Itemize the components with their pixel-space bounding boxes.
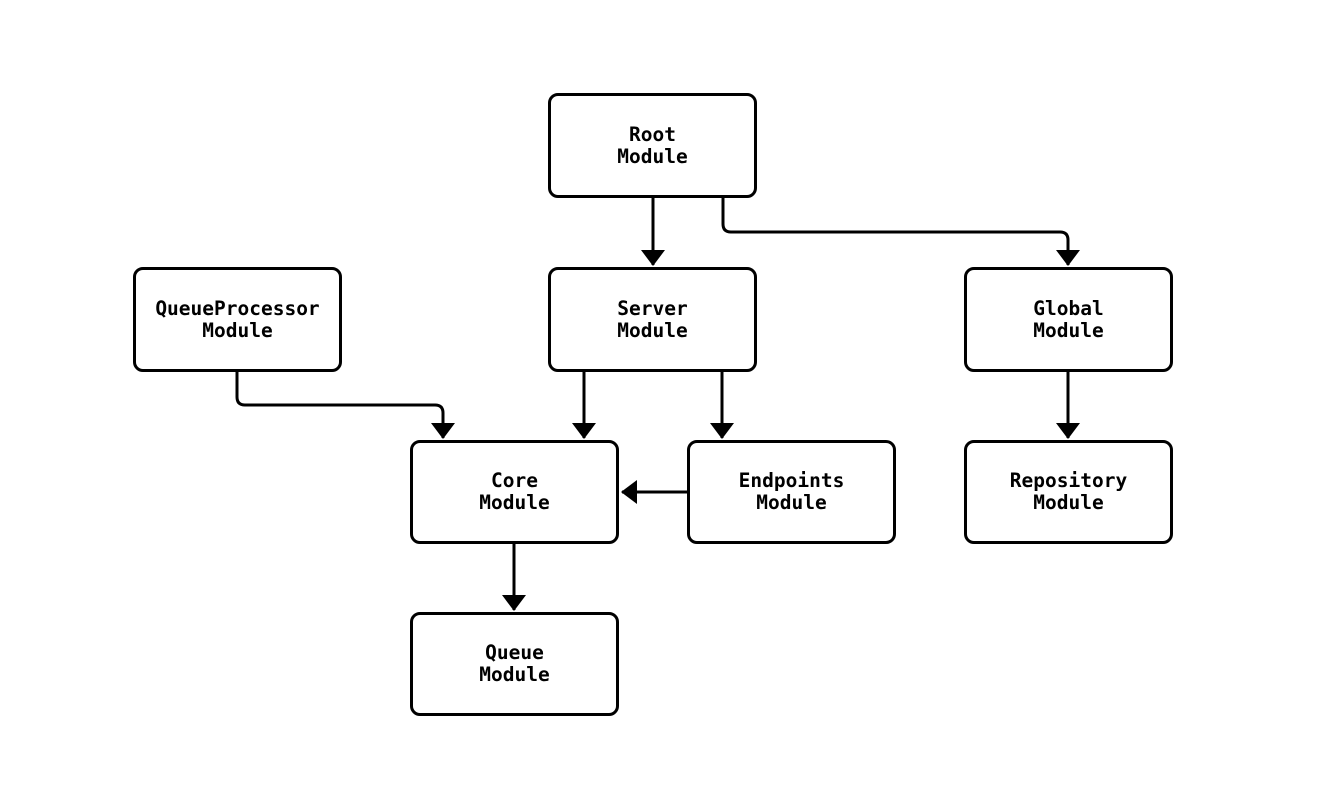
node-label-repository: Repository Module bbox=[1009, 469, 1128, 514]
edge-root-to-global bbox=[721, 198, 1080, 266]
node-label-server: Server Module bbox=[617, 296, 688, 342]
node-label-root: Root Module bbox=[617, 122, 688, 168]
node-label-queue: Queue Module bbox=[479, 641, 550, 686]
node-label-endpoints: Endpoints Module bbox=[738, 469, 845, 514]
edge-queueprocessor-to-core bbox=[235, 372, 455, 439]
node-endpoints: Endpoints Module bbox=[687, 440, 896, 544]
node-label-global: Global Module bbox=[1033, 296, 1104, 342]
node-label-queueprocessor: QueueProcessor Module bbox=[155, 296, 320, 342]
node-label-core: Core Module bbox=[479, 469, 550, 514]
node-queueprocessor: QueueProcessor Module bbox=[133, 267, 342, 372]
node-repository: Repository Module bbox=[964, 440, 1173, 544]
node-server: Server Module bbox=[548, 267, 757, 372]
node-root: Root Module bbox=[548, 93, 757, 198]
node-queue: Queue Module bbox=[410, 612, 619, 716]
node-global: Global Module bbox=[964, 267, 1173, 372]
node-core: Core Module bbox=[410, 440, 619, 544]
